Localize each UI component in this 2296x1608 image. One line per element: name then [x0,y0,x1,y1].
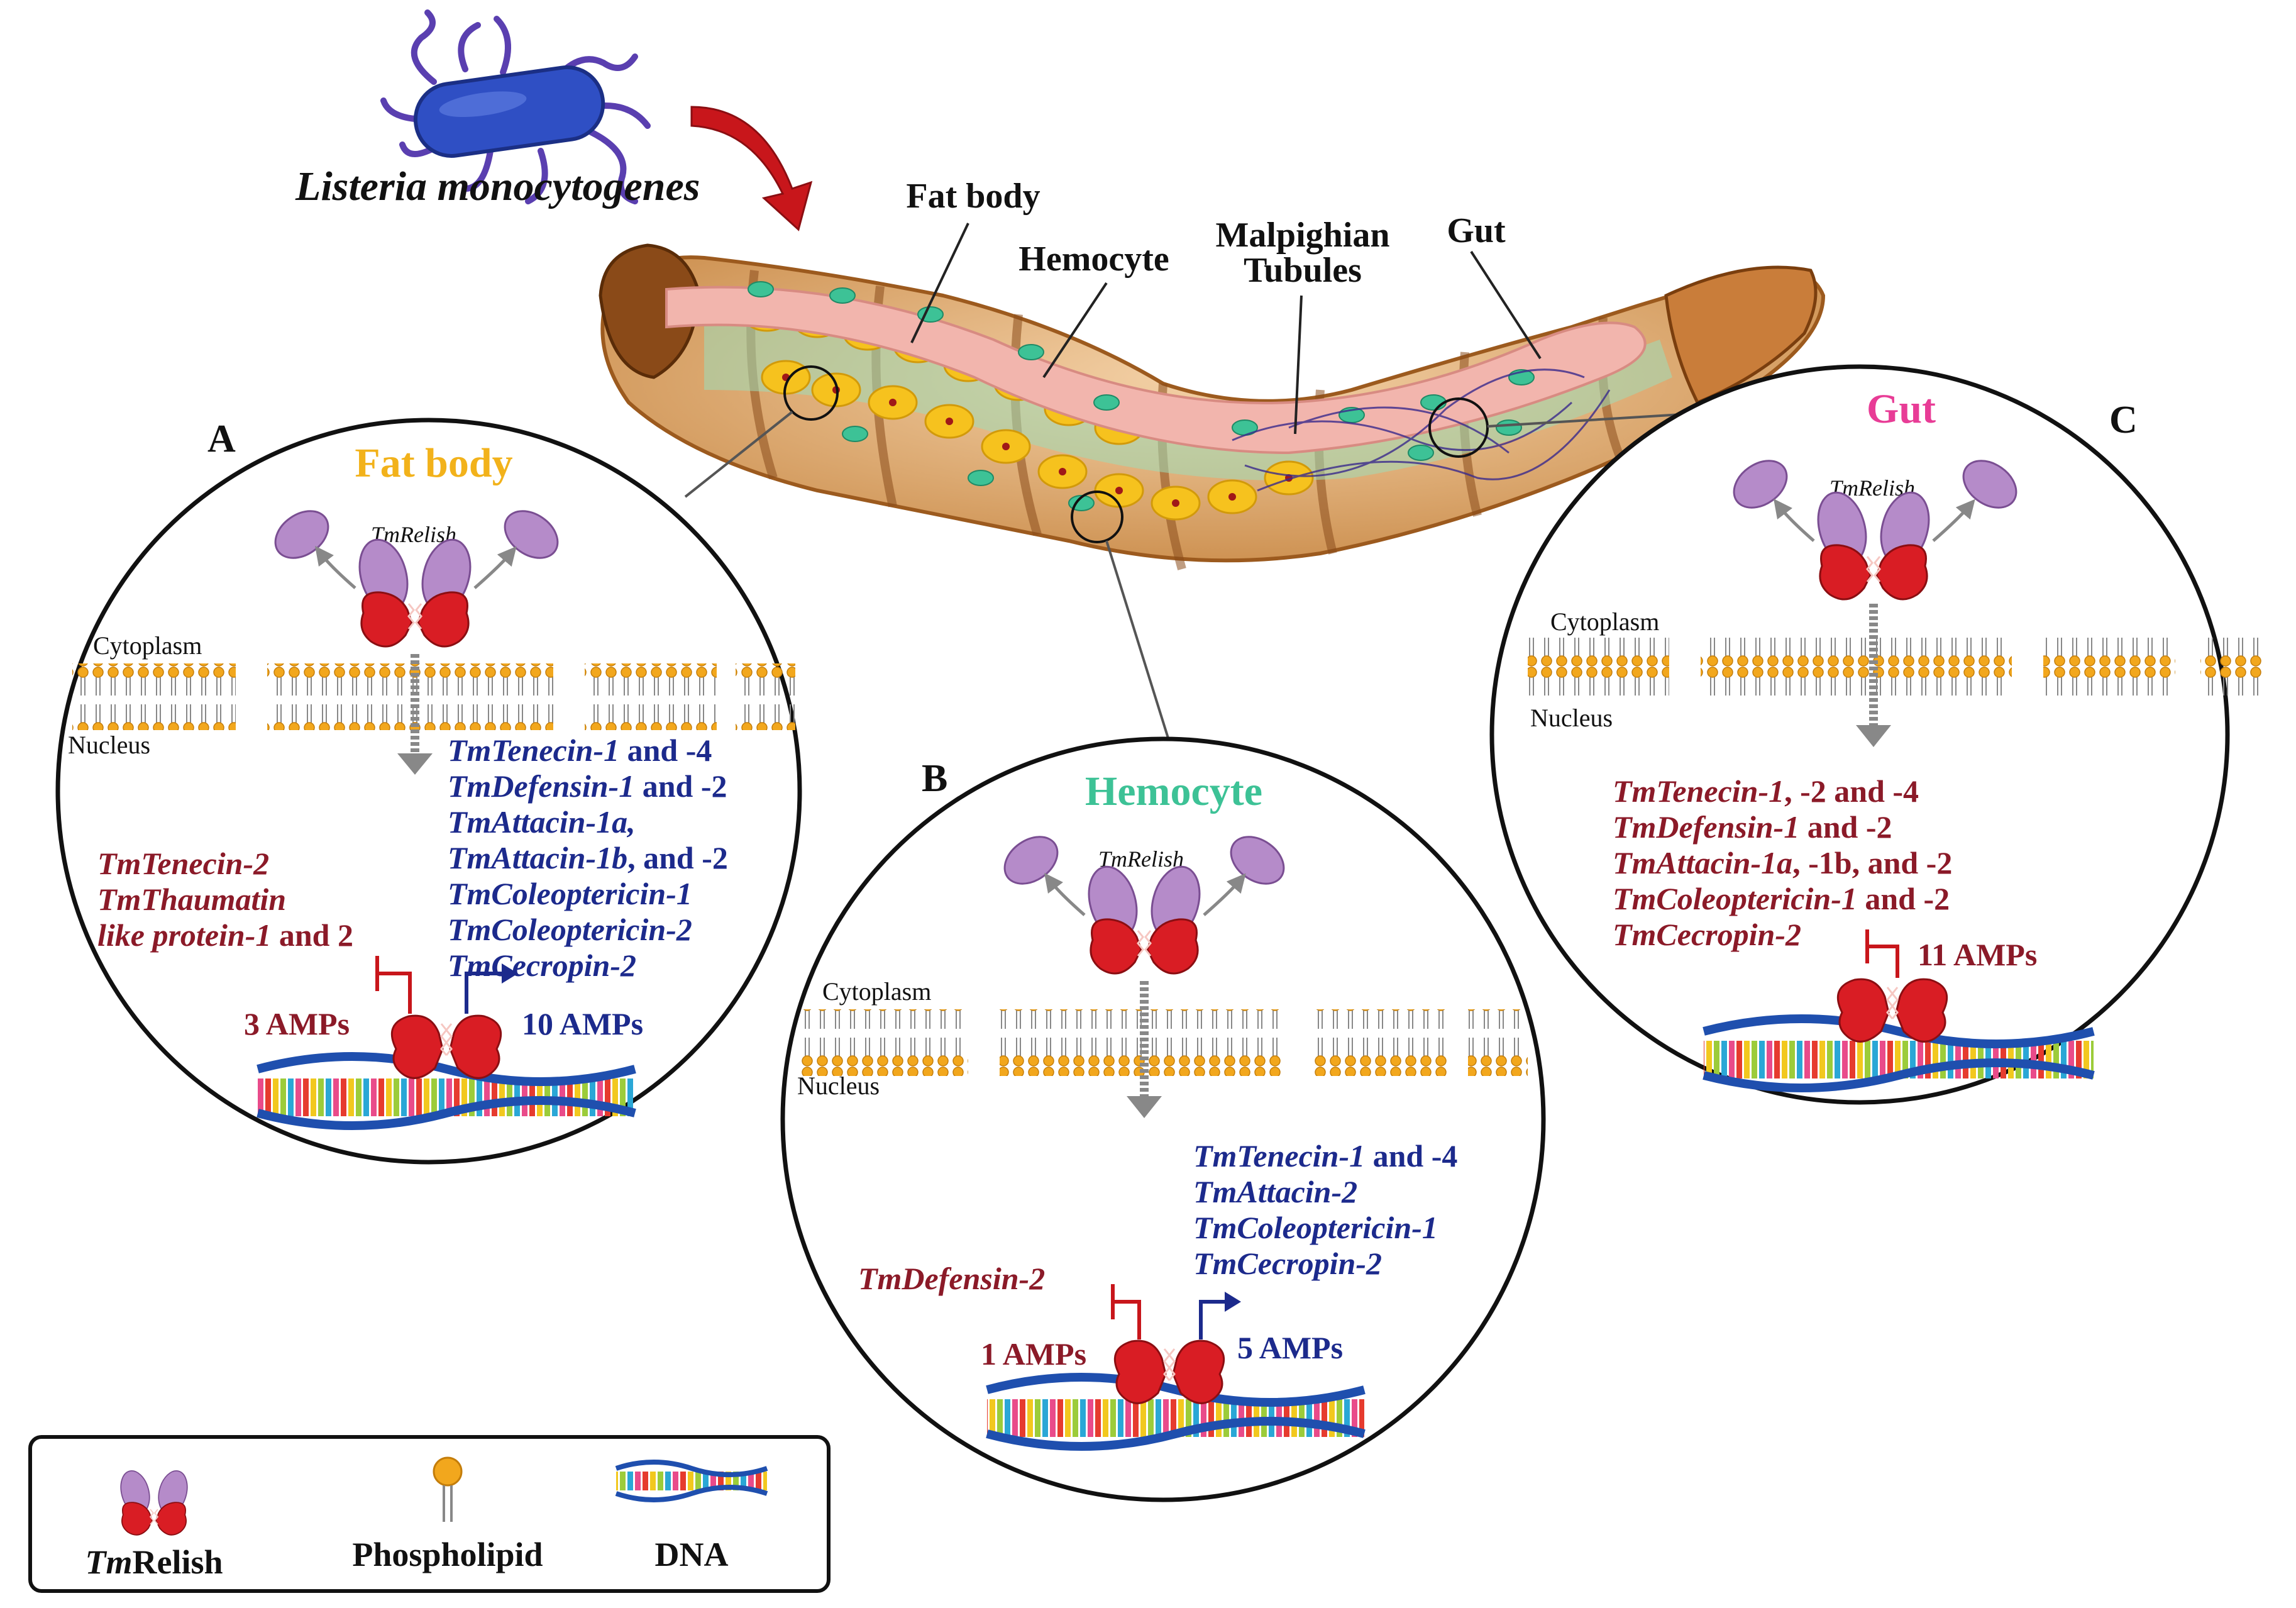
gene-entry: TmColeoptericin-2 [448,912,692,947]
panel-c: C Gut TmRelish Cytoplasm Nucleus TmTenec… [1489,364,2263,1105]
activation-arrow-icon [1199,1300,1226,1339]
panel-b: B Hemocyte TmRelish Cytoplasm Nucleus Tm… [780,736,1546,1502]
label-malpighian: Malpighian [1216,216,1390,255]
panel-a-down-count: 3 AMPs [244,1006,350,1041]
label-tubules: Tubules [1244,251,1362,290]
gene-entry: TmAttacin-1b, and -2 [448,840,728,875]
panel-a-cytoplasm: Cytoplasm [93,631,202,660]
inhibition-arrow-icon [377,972,412,1014]
panel-b-letter: B [922,757,947,800]
panel-a-nucleus: Nucleus [68,731,150,759]
dna-helix-icon [1703,1014,2095,1092]
gene-entry: TmColeoptericin-1 [1193,1210,1438,1245]
gene-entry: TmThaumatin [97,882,286,917]
bacterium-icon [380,9,651,204]
gene-entry: TmColeoptericin-1 [448,876,692,911]
panel-c-cytoplasm: Cytoplasm [1550,607,1659,636]
gene-entry: TmDefensin-1 and -2 [448,768,727,804]
panel-b-up-genes: TmTenecin-1 and -4TmAttacin-2TmColeopter… [1193,1138,1457,1281]
legend-dna-label: DNA [655,1536,729,1573]
panel-a-title: Fat body [355,440,512,486]
zoom-circle-fat-body [783,365,839,421]
panel-c-nucleus: Nucleus [1530,704,1613,732]
gene-entry: TmTenecin-1 and -4 [1193,1138,1457,1173]
panel-b-title: Hemocyte [1085,768,1262,814]
gene-entry: TmTenecin-2 [97,846,269,881]
gene-entry: TmAttacin-1a, [448,804,636,840]
gene-entry: TmDefensin-2 [858,1261,1045,1296]
gene-entry: TmColeoptericin-1 and -2 [1613,881,1950,916]
curved-arrow-icon [690,106,813,231]
gene-entry: TmTenecin-1, -2 and -4 [1613,774,1919,809]
gene-entry: TmCecropin-2 [1193,1246,1382,1281]
phospholipid-bilayer [72,663,795,730]
phospholipid-icon [433,1456,463,1522]
panel-b-cytoplasm: Cytoplasm [822,977,931,1006]
panel-c-title: Gut [1867,386,1936,432]
gene-entry: TmAttacin-1a, -1b, and -2 [1613,845,1952,880]
panel-b-nucleus: Nucleus [797,1072,880,1100]
label-gut: Gut [1447,211,1506,250]
phospholipid-bilayer [798,1009,1528,1076]
dna-helix-icon [615,1460,768,1502]
inhibition-arrow-icon [1867,945,1899,978]
zoom-circle-gut [1428,397,1489,458]
panel-c-letter: C [2109,399,2138,441]
panel-b-down-genes: TmDefensin-2 [858,1261,1045,1296]
legend-relish-label: TmRelish [85,1543,223,1581]
panel-a: A Fat body TmRelish Cytoplasm Nucleus Tm… [55,418,802,1165]
panel-c-down-count: 11 AMPs [1918,937,2037,972]
label-fat-body: Fat body [906,177,1040,216]
pathogen-name: Listeria monocytogenes [295,164,700,209]
inhibition-arrow-icon [1113,1300,1141,1339]
panel-b-up-count: 5 AMPs [1237,1330,1343,1365]
label-hemocyte: Hemocyte [1018,240,1169,279]
gene-entry: TmAttacin-2 [1193,1174,1357,1209]
gene-entry: TmDefensin-1 and -2 [1613,809,1892,845]
dna-helix-icon [257,1052,636,1130]
gene-entry: TmCecropin-2 [448,948,636,983]
phospholipid-bilayer [1528,635,2263,702]
mealworm-larva-illustration [599,243,1826,570]
gene-entry: TmCecropin-2 [1613,917,1801,952]
legend: TmRelish Phospholipid DNA [28,1435,831,1593]
legend-phospholipid-label: Phospholipid [352,1536,543,1573]
dna-helix-icon [986,1373,1366,1451]
panel-a-letter: A [207,418,236,460]
activation-arrow-icon [465,972,503,1014]
panel-a-up-count: 10 AMPs [522,1006,643,1041]
gene-entry: like protein-1 and 2 [97,918,353,953]
panel-b-down-count: 1 AMPs [981,1336,1086,1372]
zoom-circle-hemocyte [1071,491,1123,543]
gene-entry: TmTenecin-1 and -4 [448,733,712,768]
larva-tail [1664,265,1818,405]
